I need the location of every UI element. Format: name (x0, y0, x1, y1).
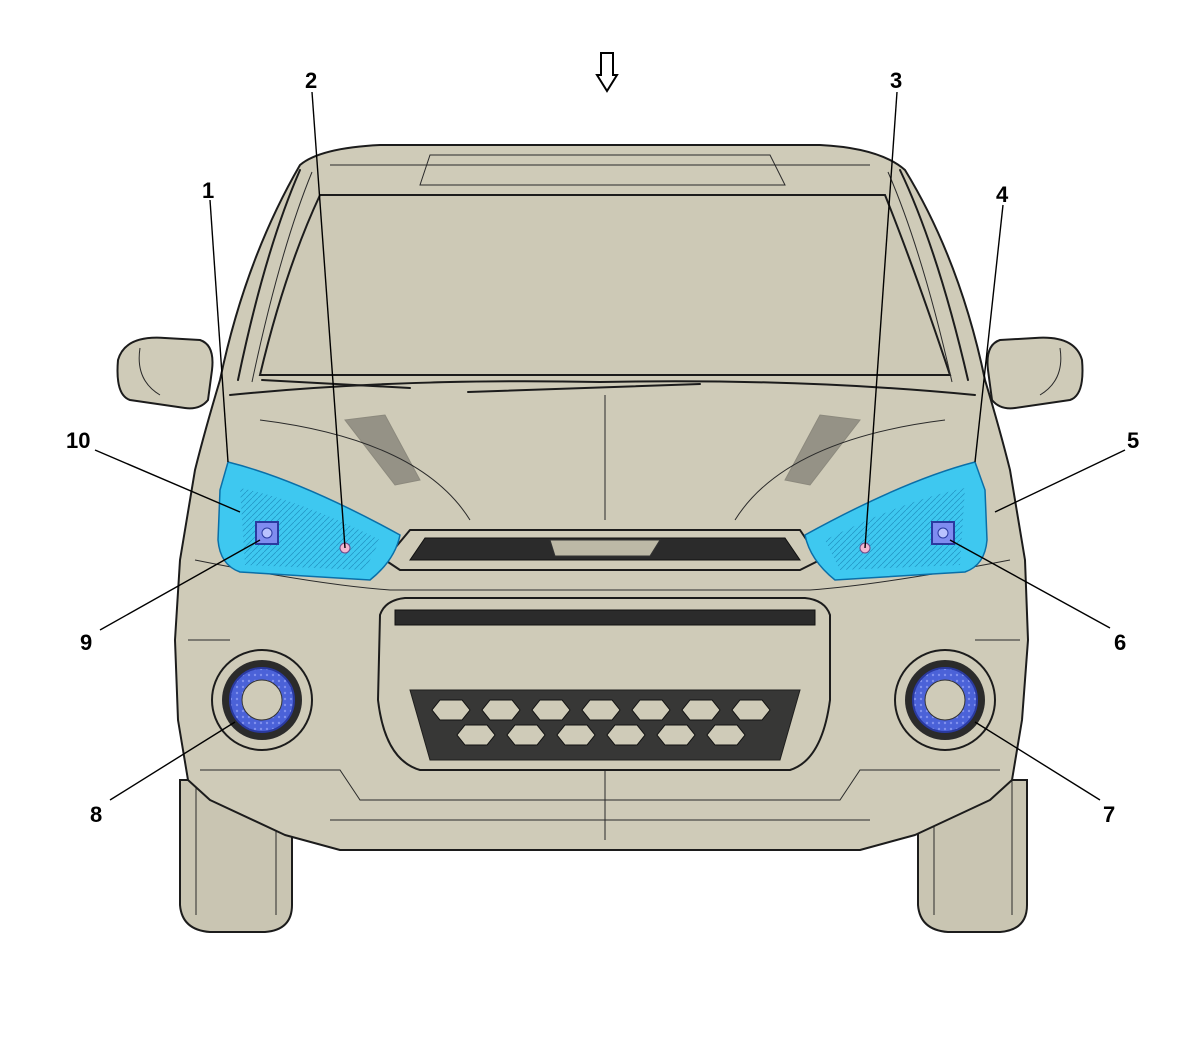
right-fog-lamp (894, 649, 996, 751)
callout-7: 7 (1103, 802, 1115, 827)
front-view-arrow-icon (595, 52, 619, 93)
right-headlamp (804, 461, 988, 581)
callout-1: 1 (202, 178, 214, 203)
leader-lines (94, 91, 1126, 801)
callout-labels: 1 2 3 4 5 6 7 8 9 10 (66, 68, 1139, 827)
callout-6: 6 (1114, 630, 1126, 655)
callout-9: 9 (80, 630, 92, 655)
callout-2: 2 (305, 68, 317, 93)
left-headlamp (217, 461, 401, 581)
callout-4: 4 (996, 182, 1009, 207)
callout-3: 3 (890, 68, 902, 93)
left-fog-lamp (211, 649, 313, 751)
lower-grille (377, 597, 831, 771)
callout-5: 5 (1127, 428, 1139, 453)
upper-grille (384, 529, 821, 571)
side-mirrors (116, 336, 1084, 410)
callout-10: 10 (66, 428, 90, 453)
callout-8: 8 (90, 802, 102, 827)
